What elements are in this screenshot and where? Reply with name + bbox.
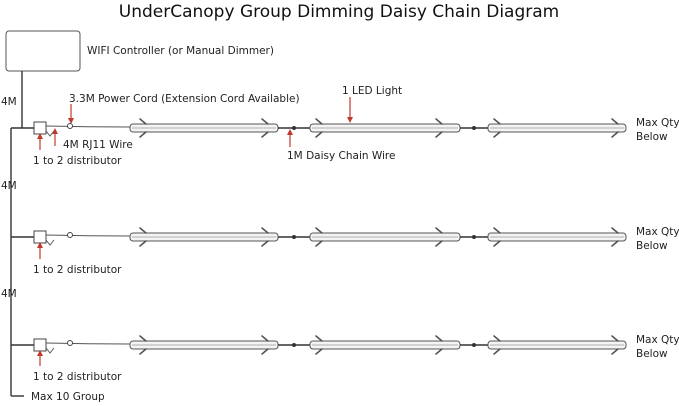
max-qty-line1-row2: Max Qty xyxy=(636,226,679,238)
max-qty-line2-row1: Below xyxy=(636,131,668,143)
power-cord-label: 3.3M Power Cord (Extension Cord Availabl… xyxy=(69,93,300,105)
distributor-2 xyxy=(33,230,47,244)
segment-label-2: 4M xyxy=(1,180,17,192)
power-cord-arrowhead xyxy=(68,118,74,124)
distributor-3 xyxy=(33,338,47,352)
light-row-1: Max Qty Below 1 to 2 distributor xyxy=(11,117,679,167)
light-row-2: Max Qty Below 1 to 2 distributor xyxy=(11,226,679,276)
rj11-arrowhead xyxy=(52,128,58,134)
max-qty-line2-row3: Below xyxy=(636,348,668,360)
segment-label-3: 4M xyxy=(1,288,17,300)
max-qty-line1-row3: Max Qty xyxy=(636,334,679,346)
plug-1 xyxy=(67,123,73,129)
daisy-chain-label: 1M Daisy Chain Wire xyxy=(287,150,395,162)
rj11-wire-1 xyxy=(45,130,55,137)
distributor-label-1: 1 to 2 distributor xyxy=(33,155,122,167)
distributor-label-3: 1 to 2 distributor xyxy=(33,371,122,383)
clip-1c-l xyxy=(493,118,501,138)
distributor-label-2: 1 to 2 distributor xyxy=(33,264,122,276)
diagram-title: UnderCanopy Group Dimming Daisy Chain Di… xyxy=(119,2,559,22)
controller-label: WIFI Controller (or Manual Dimmer) xyxy=(87,45,274,57)
clip-1b-r xyxy=(435,118,443,138)
clip-1c-r xyxy=(611,118,619,138)
led-light-arrowhead xyxy=(347,117,353,123)
wifi-controller-box xyxy=(5,30,81,72)
distributor-1 xyxy=(33,121,47,135)
max-group-label: Max 10 Group xyxy=(31,391,105,403)
power-cord-wire-1 xyxy=(45,125,131,128)
clip-1b-l xyxy=(315,118,323,138)
max-qty-line1-row1: Max Qty xyxy=(636,117,679,129)
max-qty-line2-row2: Below xyxy=(636,240,668,252)
daisy-chain-arrowhead xyxy=(287,129,293,135)
clip-1a-l xyxy=(139,118,147,138)
light-row-3: Max Qty Below 1 to 2 distributor xyxy=(11,334,679,383)
clip-1a-r xyxy=(261,118,269,138)
led-light-label: 1 LED Light xyxy=(342,85,402,97)
segment-label-1: 4M xyxy=(1,96,17,108)
rj11-label: 4M RJ11 Wire xyxy=(63,139,133,151)
